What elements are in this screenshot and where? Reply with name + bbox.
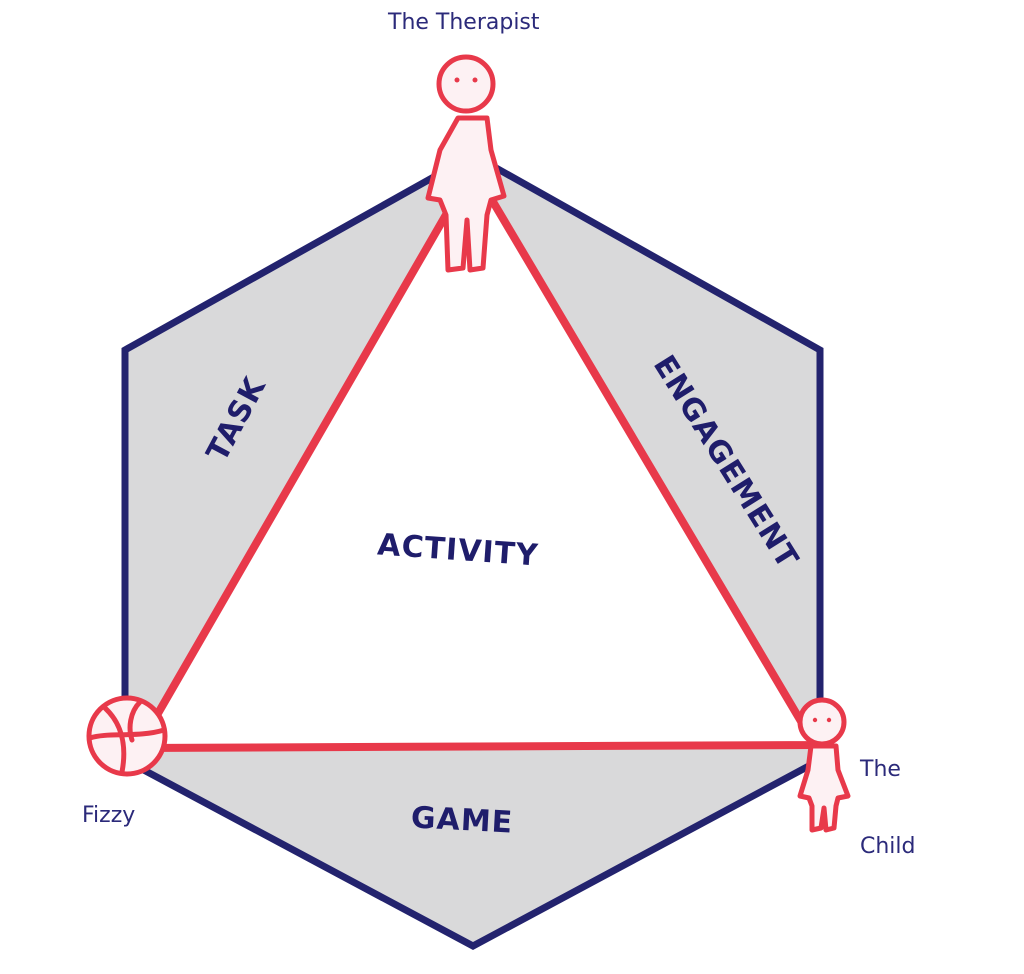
child-label-line2: Child — [860, 834, 916, 859]
fizzy-ball-icon — [86, 695, 168, 777]
fizzy-label: Fizzy — [82, 803, 136, 828]
child-figure — [797, 697, 851, 833]
activity-triangle — [134, 164, 819, 752]
child-label-line1: The — [860, 757, 901, 782]
label-game: GAME — [410, 800, 514, 840]
therapist-figure — [425, 54, 507, 273]
therapist-label: The Therapist — [388, 10, 540, 35]
